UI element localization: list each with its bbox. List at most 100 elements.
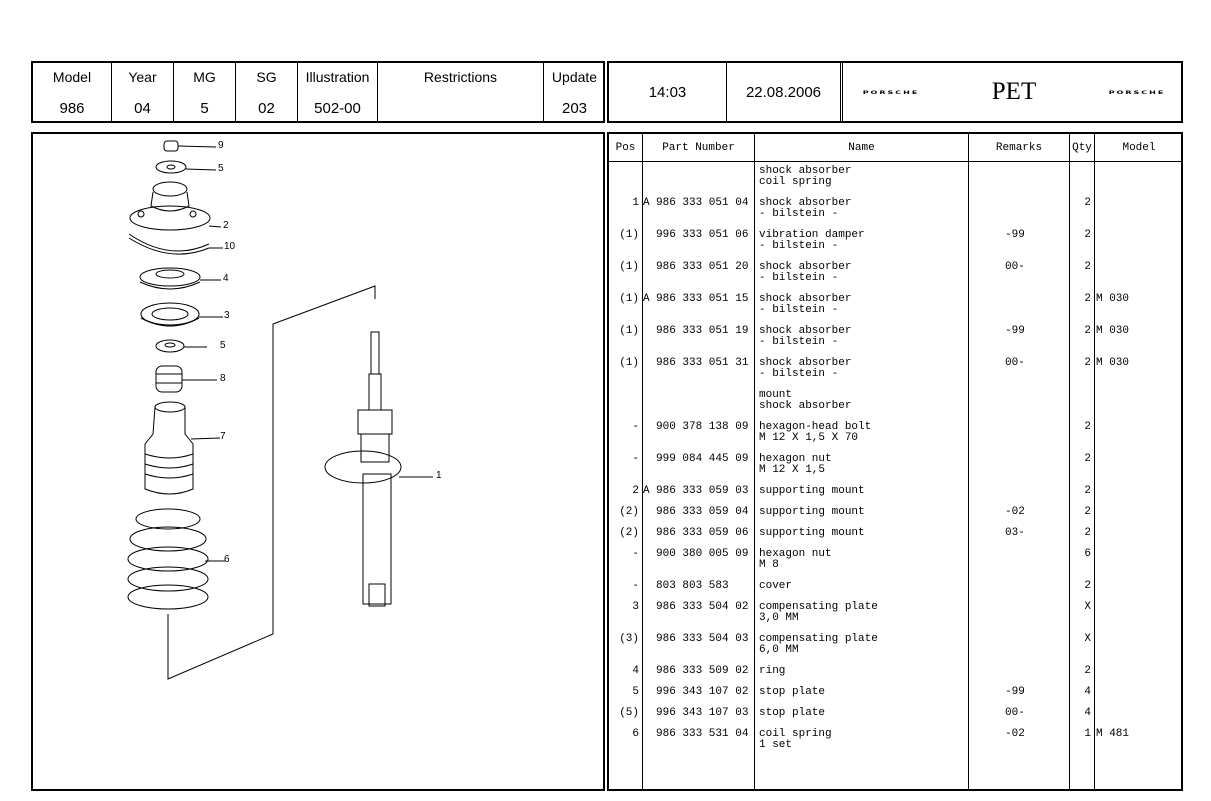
table-cell-name: shock absorber (759, 325, 852, 337)
column-divider (642, 134, 643, 789)
column-header-model[interactable]: Model (1122, 142, 1156, 154)
table-cell-qty: 6 (1084, 548, 1091, 560)
table-cell-qty: X (1084, 633, 1091, 645)
table-cell-name-detail: coil spring (759, 175, 832, 188)
column-divider (1069, 134, 1070, 789)
field-value: 5 (200, 100, 209, 117)
parts-table: Pos Part Number Name Remarks Qty Model s… (607, 132, 1183, 791)
table-cell-qty: 4 (1084, 707, 1091, 719)
table-cell-name: hexagon nut (759, 548, 832, 560)
column-header-pos[interactable]: Pos (615, 142, 636, 154)
logo-text: PORSCHE (862, 89, 920, 95)
callout-9: 9 (218, 140, 224, 151)
column-header-part-number[interactable]: Part Number (662, 142, 735, 154)
table-cell-remarks: 03- (1005, 527, 1025, 539)
callout-3: 3 (224, 310, 230, 321)
table-cell-remarks: 00- (1005, 261, 1025, 273)
callout-10: 10 (224, 241, 236, 252)
column-divider (754, 134, 755, 789)
table-cell-pos: - (632, 421, 639, 433)
field-label: MG (193, 69, 216, 85)
table-cell-part-number: 986 333 504 03 (656, 633, 749, 645)
table-cell-name: shock absorber (759, 197, 852, 209)
callout-7: 7 (220, 431, 226, 442)
table-cell-name-detail: M 12 X 1,5 X 70 (759, 431, 859, 444)
table-cell-part-number: 996 343 107 03 (656, 707, 749, 719)
table-cell-name: stop plate (759, 707, 826, 719)
callout-1: 1 (436, 470, 442, 481)
field-label: SG (256, 69, 277, 85)
table-cell-name: supporting mount (759, 506, 865, 518)
table-cell-name: cover (759, 580, 793, 592)
table-cell-pos: (2) (619, 527, 639, 539)
table-cell-part-number: 900 378 138 09 (656, 421, 749, 433)
table-cell-part-number: 996 343 107 02 (656, 686, 749, 698)
table-cell-part-number: 986 333 051 04 (656, 197, 749, 209)
table-cell-model: M 481 (1096, 728, 1130, 740)
table-cell-pos: 4 (632, 665, 639, 677)
table-cell-name-detail: - bilstein - (759, 239, 839, 252)
header-status-box: 14:03 22.08.2006 PORSCHE PET PORSCHE (607, 61, 1183, 123)
stop-plate-icon (155, 160, 217, 174)
field-label: Year (128, 69, 157, 85)
table-cell-name: coil spring (759, 728, 832, 740)
table-cell-qty: 2 (1084, 325, 1091, 337)
table-cell-pos: - (632, 580, 639, 592)
table-cell-name: shock absorber (759, 261, 852, 273)
table-cell-pos: (1) (619, 357, 639, 369)
field-label: Restrictions (423, 69, 498, 85)
table-cell-pos: (1) (619, 261, 639, 273)
table-cell-name-detail: - bilstein - (759, 367, 839, 380)
column-header-remarks[interactable]: Remarks (995, 142, 1043, 154)
table-cell-pos: - (632, 453, 639, 465)
table-cell-name-detail: shock absorber (759, 399, 852, 412)
table-cell-name: ring (759, 665, 786, 677)
table-cell-name: mount (759, 389, 793, 401)
field-mg: MG 5 (174, 63, 236, 121)
bump-stop-icon (155, 365, 217, 393)
field-value: 02 (258, 100, 275, 117)
table-cell-name-detail: - bilstein - (759, 207, 839, 220)
table-cell-qty: 2 (1084, 485, 1091, 497)
table-cell-name-detail: 6,0 MM (759, 643, 799, 656)
assembly-guide-line (167, 285, 376, 680)
callout-8: 8 (220, 373, 226, 384)
table-cell-name-detail: - bilstein - (759, 303, 839, 316)
column-header-name[interactable]: Name (848, 142, 875, 154)
table-cell-name: shock absorber (759, 357, 852, 369)
table-cell-part-number: 986 333 509 02 (656, 665, 749, 677)
table-cell-name: hexagon-head bolt (759, 421, 872, 433)
table-cell-qty: 4 (1084, 686, 1091, 698)
field-restrictions: Restrictions (378, 63, 544, 121)
date-display: 22.08.2006 (727, 63, 843, 121)
table-cell-remarks: 00- (1005, 707, 1025, 719)
table-cell-remarks: -99 (1005, 229, 1025, 241)
table-cell-name: supporting mount (759, 527, 865, 539)
table-cell-name-detail: 3,0 MM (759, 611, 799, 624)
table-cell-remarks: -02 (1005, 728, 1025, 740)
column-header-qty[interactable]: Qty (1072, 142, 1092, 154)
illustration-panel[interactable]: 9 5 2 10 4 3 5 8 7 6 1 (31, 132, 605, 791)
table-cell-name-detail: - bilstein - (759, 271, 839, 284)
table-cell-qty: 2 (1084, 421, 1091, 433)
table-cell-pos: (1) (619, 229, 639, 241)
table-cell-pos: (1) (619, 325, 639, 337)
porsche-logo-left: PORSCHE (851, 63, 931, 121)
table-cell-part-number: 986 333 051 19 (656, 325, 749, 337)
table-cell-pos: (3) (619, 633, 639, 645)
table-cell-qty: X (1084, 601, 1091, 613)
table-cell-qty: 2 (1084, 580, 1091, 592)
table-cell-name-detail: M 12 X 1,5 (759, 463, 826, 476)
table-cell-pos: 2 (632, 485, 639, 497)
table-cell-part-number: 986 333 059 04 (656, 506, 749, 518)
table-cell-remarks: -99 (1005, 686, 1025, 698)
table-cell-name: shock absorber (759, 293, 852, 305)
table-cell-pos: 5 (632, 686, 639, 698)
table-cell-qty: 2 (1084, 527, 1091, 539)
field-value: 986 (59, 100, 85, 117)
table-cell-part-number: 999 084 445 09 (656, 453, 749, 465)
